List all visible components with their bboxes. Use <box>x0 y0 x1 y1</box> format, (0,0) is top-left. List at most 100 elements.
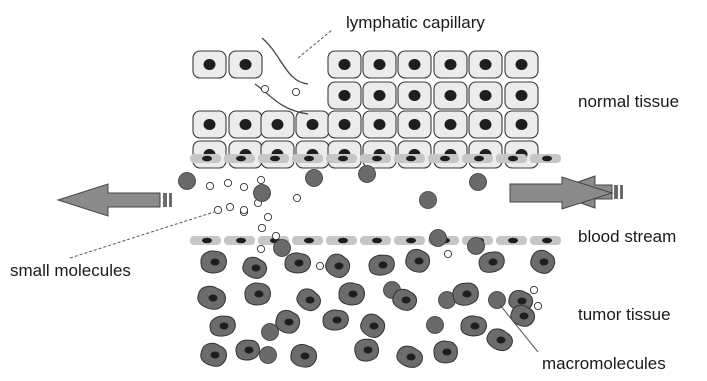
tumor-nucleus <box>211 259 220 266</box>
small-molecule <box>316 262 323 269</box>
nucleus <box>445 59 457 70</box>
arrow-left-icon <box>58 184 172 216</box>
nucleus <box>374 59 386 70</box>
nucleus <box>240 59 252 70</box>
nucleus <box>374 90 386 101</box>
macromolecule <box>468 238 485 255</box>
small-molecule <box>292 88 299 95</box>
macromolecule <box>274 240 291 257</box>
tumor-nucleus <box>364 347 373 354</box>
endothelial-nucleus <box>372 156 382 162</box>
tumor-nucleus <box>402 297 411 304</box>
endothelial-nucleus <box>508 156 518 162</box>
small-molecule <box>224 179 231 186</box>
leader-line <box>70 212 214 258</box>
endothelial-nucleus <box>406 156 416 162</box>
endothelial-nucleus <box>270 156 280 162</box>
macromolecule <box>260 347 277 364</box>
endothelial-nucleus <box>474 156 484 162</box>
small-molecule <box>261 85 268 92</box>
nucleus <box>204 119 216 130</box>
nucleus <box>240 119 252 130</box>
macromolecule <box>470 174 487 191</box>
blood-vessel-wall-lower <box>190 236 561 245</box>
label-small-molecules: small molecules <box>10 262 131 279</box>
normal-tissue-cells <box>193 51 538 168</box>
nucleus <box>516 90 528 101</box>
nucleus <box>339 90 351 101</box>
tumor-nucleus <box>518 298 527 305</box>
tumor-nucleus <box>301 353 310 360</box>
macromolecule <box>430 230 447 247</box>
endothelial-nucleus <box>202 238 212 244</box>
tumor-nucleus <box>211 352 220 359</box>
macromolecule <box>489 292 506 309</box>
tumor-nucleus <box>220 323 229 330</box>
tumor-nucleus <box>443 349 452 356</box>
nucleus <box>307 119 319 130</box>
tumor-nucleus <box>463 291 472 298</box>
tumor-nucleus <box>285 319 294 326</box>
nucleus <box>445 90 457 101</box>
nucleus <box>374 119 386 130</box>
small-molecule <box>272 232 279 239</box>
endothelial-nucleus <box>508 238 518 244</box>
endothelial-nucleus <box>338 156 348 162</box>
nucleus <box>339 119 351 130</box>
tumor-nucleus <box>370 323 379 330</box>
small-molecule <box>534 302 541 309</box>
blood-vessel-wall-upper <box>190 154 561 163</box>
endothelial-nucleus <box>304 238 314 244</box>
label-normal-tissue: normal tissue <box>578 93 679 110</box>
endothelial-nucleus <box>236 156 246 162</box>
macromolecule <box>179 173 196 190</box>
tumor-nucleus <box>489 259 498 266</box>
small-molecule <box>530 286 537 293</box>
macromolecule <box>420 192 437 209</box>
tumor-nucleus <box>209 295 218 302</box>
small-molecule <box>214 206 221 213</box>
nucleus <box>445 119 457 130</box>
nucleus <box>204 59 216 70</box>
nucleus <box>480 119 492 130</box>
tumor-nucleus <box>540 259 549 266</box>
small-molecule <box>264 213 271 220</box>
lymphatic-capillary <box>255 38 308 114</box>
small-molecule <box>257 245 264 252</box>
endothelial-nucleus <box>542 238 552 244</box>
small-molecule <box>240 206 247 213</box>
endothelial-nucleus <box>338 238 348 244</box>
leader-line <box>298 30 332 58</box>
nucleus <box>409 119 421 130</box>
endothelial-nucleus <box>202 156 212 162</box>
endothelial-nucleus <box>304 156 314 162</box>
lymphatic-capillary-wall <box>262 38 308 84</box>
small-molecule <box>206 182 213 189</box>
nucleus <box>409 90 421 101</box>
endothelial-nucleus <box>372 238 382 244</box>
nucleus <box>409 59 421 70</box>
tumor-nucleus <box>245 347 254 354</box>
tumor-nucleus <box>295 260 304 267</box>
endothelial-nucleus <box>542 156 552 162</box>
tumor-nucleus <box>252 265 261 272</box>
nucleus <box>480 90 492 101</box>
tumor-nucleus <box>306 297 315 304</box>
nucleus <box>339 59 351 70</box>
nucleus <box>516 119 528 130</box>
small-molecule <box>258 224 265 231</box>
tumor-nucleus <box>335 263 344 270</box>
arrow-right-icon <box>510 176 623 209</box>
nucleus <box>480 59 492 70</box>
small-molecule <box>444 250 451 257</box>
tumor-nucleus <box>379 262 388 269</box>
label-tumor-tissue: tumor tissue <box>578 306 671 323</box>
tumor-nucleus <box>349 291 358 298</box>
tumor-nucleus <box>471 323 480 330</box>
macromolecule <box>254 185 271 202</box>
macromolecule <box>427 317 444 334</box>
small-molecule <box>226 203 233 210</box>
label-macromolecules: macromolecules <box>542 355 666 372</box>
tumor-nucleus <box>255 291 264 298</box>
